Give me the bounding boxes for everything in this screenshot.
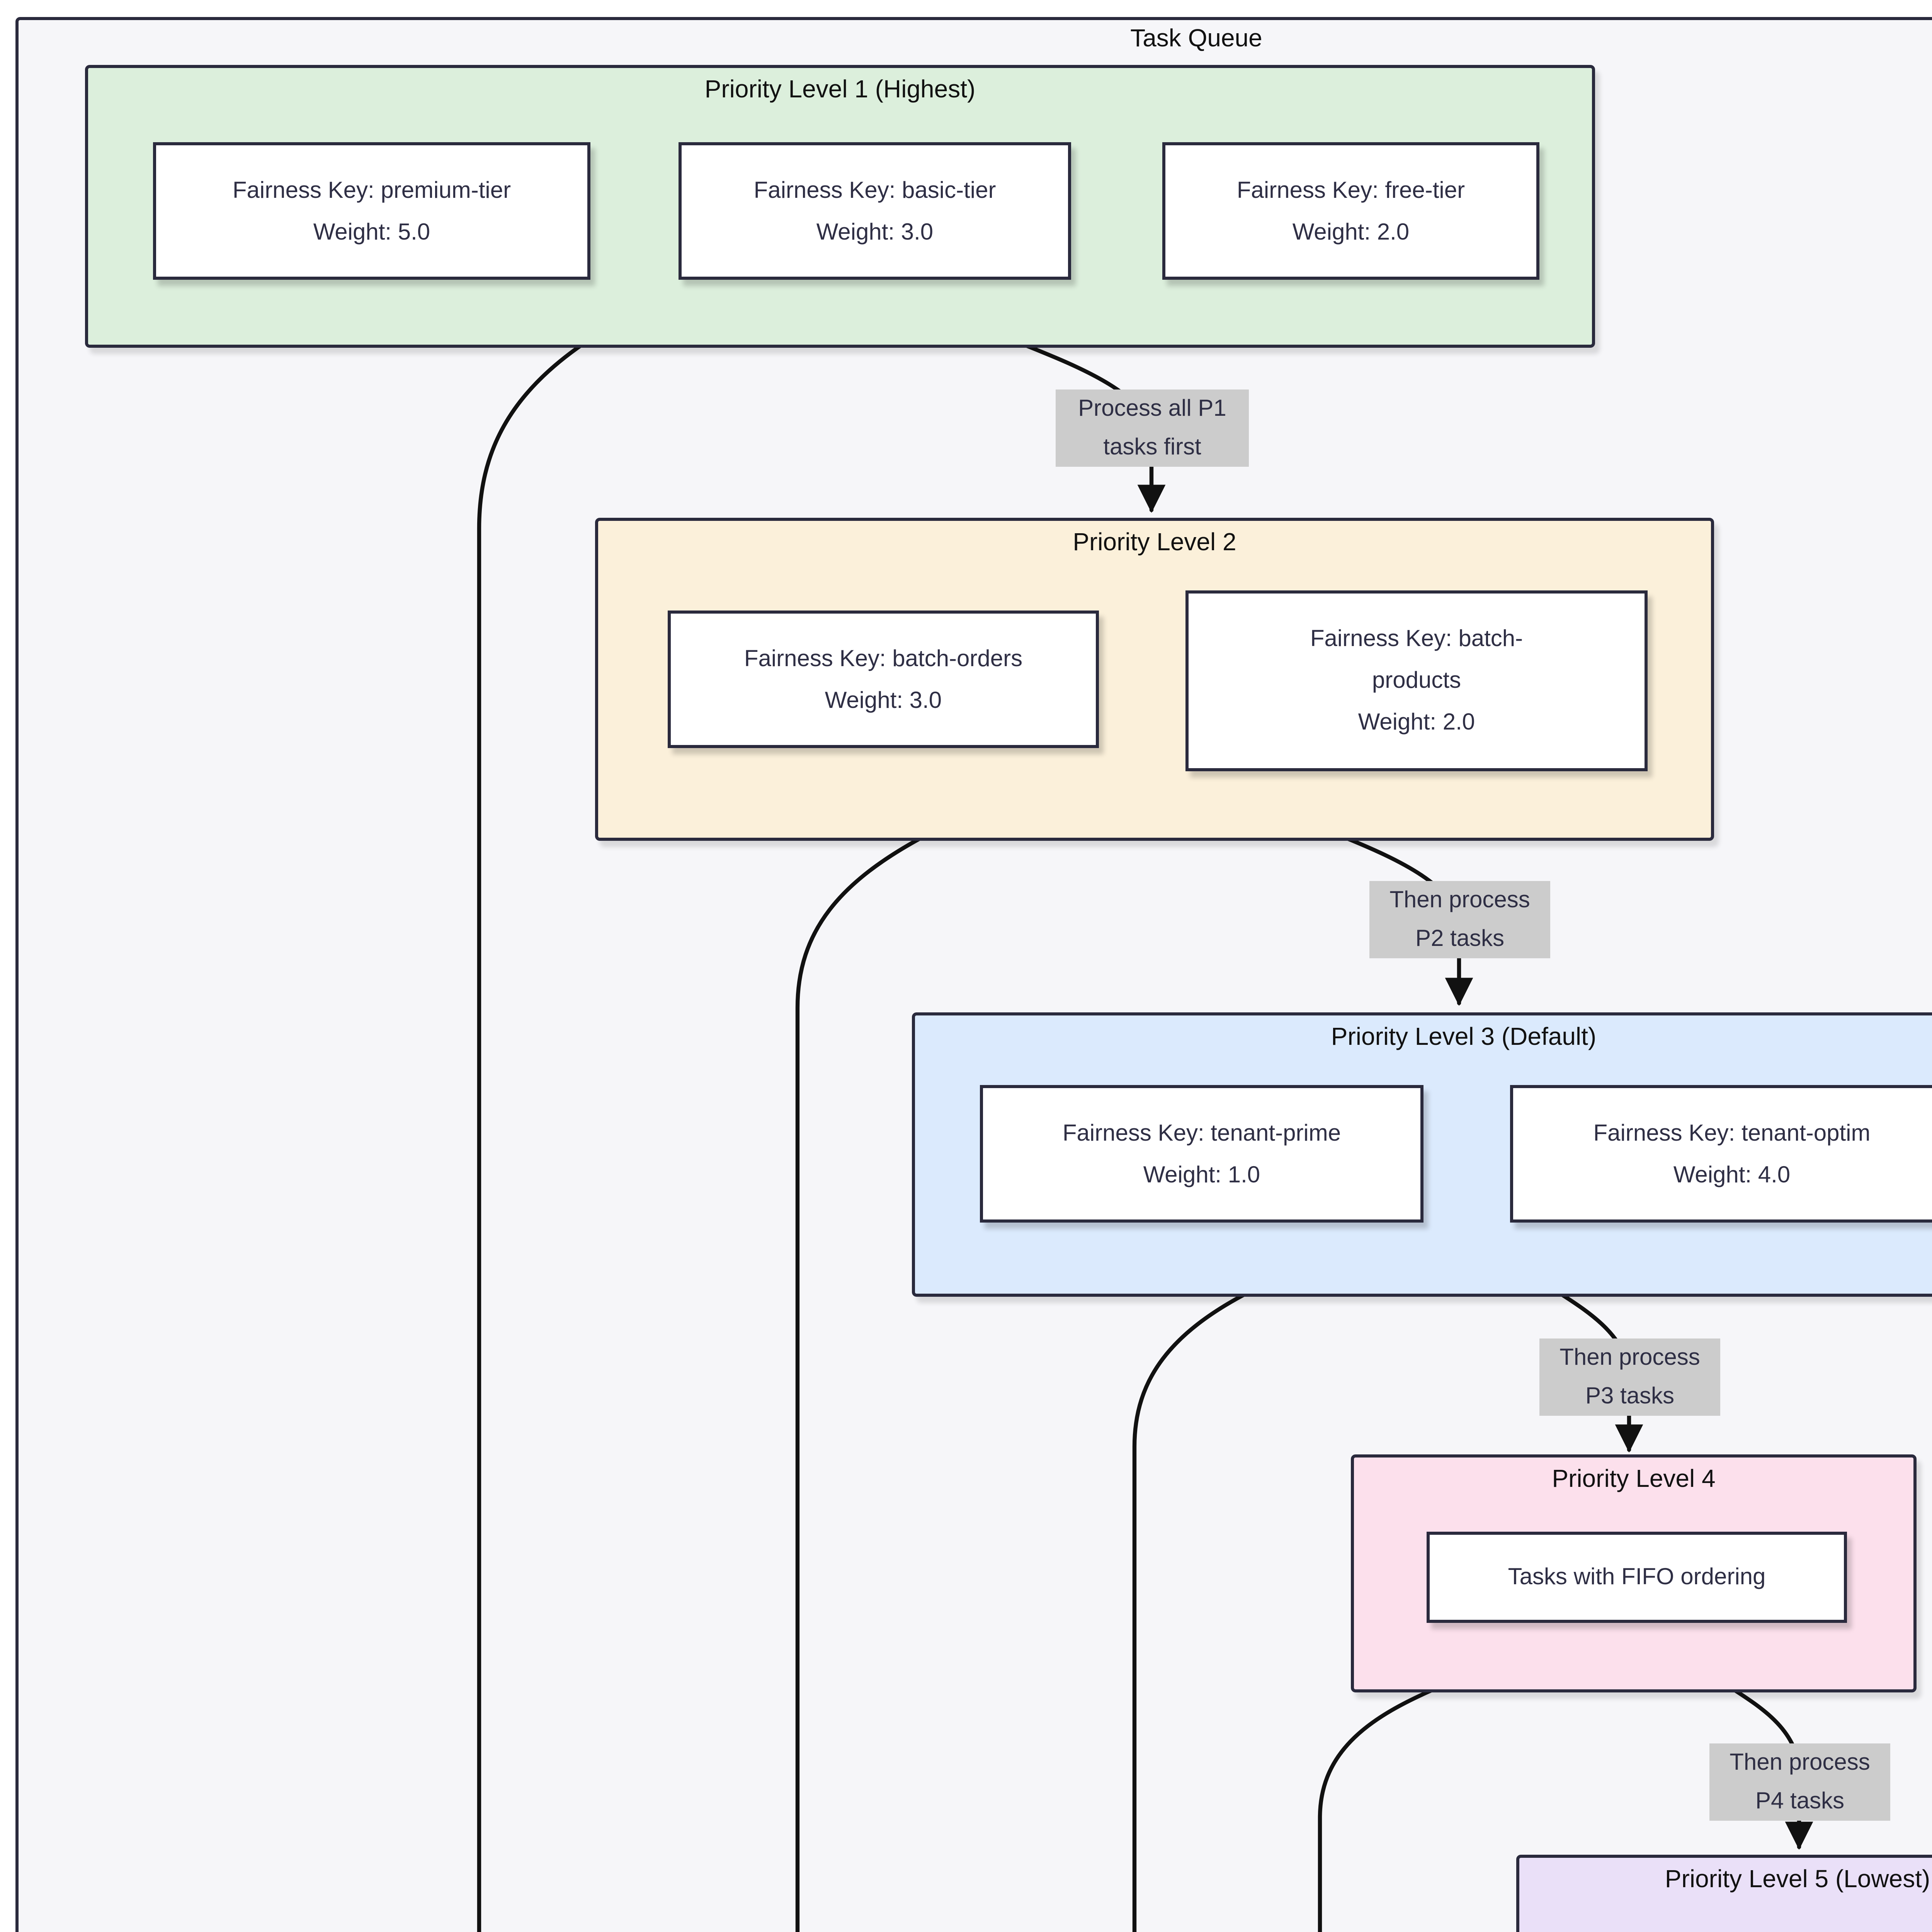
node-premium-tier: Fairness Key: premium-tier Weight: 5.0 xyxy=(153,142,590,280)
edge-label-p2-p3: Then process P2 tasks xyxy=(1369,881,1550,958)
node-batch-products-key: Fairness Key: batch- xyxy=(1310,626,1523,652)
priority-level-1-group: Priority Level 1 (Highest) Fairness Key:… xyxy=(85,65,1595,348)
edge-label-p4-p5-line1: Then process xyxy=(1730,1750,1870,1776)
edge-label-p1-p2-line2: tasks first xyxy=(1103,434,1201,461)
edge-label-p2-p3-line2: P2 tasks xyxy=(1415,926,1505,952)
edge-label-p3-p4: Then process P3 tasks xyxy=(1539,1338,1720,1416)
priority-level-3-group: Priority Level 3 (Default) Fairness Key:… xyxy=(912,1012,1932,1297)
node-tenant-optim-key: Fairness Key: tenant-optim xyxy=(1593,1120,1871,1146)
priority-level-1-title: Priority Level 1 (Highest) xyxy=(704,77,976,104)
node-basic-tier-key: Fairness Key: basic-tier xyxy=(753,177,996,203)
node-batch-orders-weight: Weight: 3.0 xyxy=(825,687,942,713)
node-batch-orders-key: Fairness Key: batch-orders xyxy=(744,645,1023,672)
task-queue-title: Task Queue xyxy=(1130,26,1262,53)
priority-level-3-title: Priority Level 3 (Default) xyxy=(1331,1025,1597,1051)
node-p4-fifo: Tasks with FIFO ordering xyxy=(1427,1532,1847,1623)
node-tenant-prime: Fairness Key: tenant-prime Weight: 1.0 xyxy=(980,1085,1423,1223)
node-tenant-optim-weight: Weight: 4.0 xyxy=(1673,1162,1791,1188)
node-batch-products: Fairness Key: batch- products Weight: 2.… xyxy=(1185,590,1648,771)
node-batch-products-weight: Weight: 2.0 xyxy=(1358,709,1475,736)
priority-level-5-group: Priority Level 5 (Lowest) Tasks with FIF… xyxy=(1516,1855,1932,1932)
node-batch-orders: Fairness Key: batch-orders Weight: 3.0 xyxy=(668,611,1099,748)
node-p4-fifo-label: Tasks with FIFO ordering xyxy=(1508,1564,1766,1590)
node-premium-tier-weight: Weight: 5.0 xyxy=(313,219,430,245)
edge-label-p1-p2: Process all P1 tasks first xyxy=(1056,389,1249,467)
priority-level-2-title: Priority Level 2 xyxy=(1073,530,1236,556)
edge-label-p4-p5: Then process P4 tasks xyxy=(1709,1743,1890,1821)
edge-label-p4-p5-line2: P4 tasks xyxy=(1755,1788,1845,1815)
priority-level-4-group: Priority Level 4 Tasks with FIFO orderin… xyxy=(1351,1454,1917,1692)
edge-label-p3-p4-line2: P3 tasks xyxy=(1585,1383,1675,1410)
node-premium-tier-key: Fairness Key: premium-tier xyxy=(232,177,511,203)
node-free-tier-key: Fairness Key: free-tier xyxy=(1236,177,1465,203)
edge-label-p1-p2-line1: Process all P1 xyxy=(1078,396,1226,422)
node-tenant-prime-weight: Weight: 1.0 xyxy=(1143,1162,1260,1188)
node-tenant-optim: Fairness Key: tenant-optim Weight: 4.0 xyxy=(1510,1085,1932,1223)
node-free-tier: Fairness Key: free-tier Weight: 2.0 xyxy=(1162,142,1539,280)
node-free-tier-weight: Weight: 2.0 xyxy=(1292,219,1410,245)
node-batch-products-key2: products xyxy=(1372,668,1461,694)
edge-label-p3-p4-line1: Then process xyxy=(1560,1345,1700,1371)
priority-level-2-group: Priority Level 2 Fairness Key: batch-ord… xyxy=(595,518,1714,841)
node-tenant-prime-key: Fairness Key: tenant-prime xyxy=(1062,1120,1341,1146)
priority-level-4-title: Priority Level 4 xyxy=(1552,1467,1716,1493)
priority-level-5-title: Priority Level 5 (Lowest) xyxy=(1665,1867,1930,1893)
edge-label-p2-p3-line1: Then process xyxy=(1389,887,1530,913)
node-basic-tier: Fairness Key: basic-tier Weight: 3.0 xyxy=(679,142,1071,280)
node-basic-tier-weight: Weight: 3.0 xyxy=(816,219,934,245)
